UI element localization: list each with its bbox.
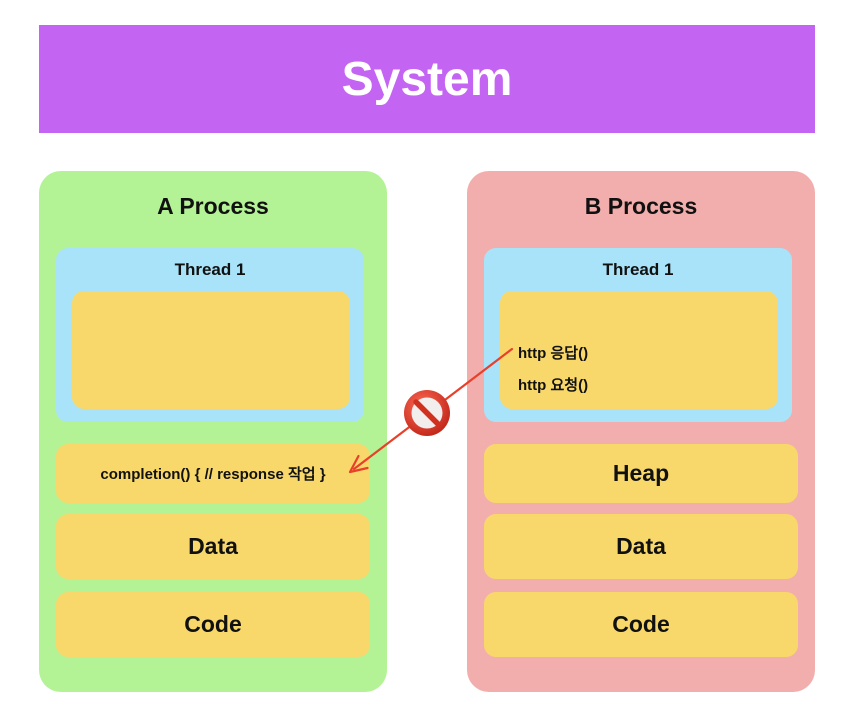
process-b-code-label: Code: [612, 611, 670, 637]
process-a-code-segment: Code: [56, 592, 370, 657]
system-banner: System: [39, 25, 815, 133]
system-title: System: [341, 52, 513, 106]
http-response-call: http 응답(): [518, 345, 589, 362]
prohibited-icon: [404, 390, 450, 436]
process-a-title: A Process: [157, 192, 269, 219]
process-b-thread-label: Thread 1: [602, 260, 674, 279]
process-a-thread-stack: [72, 291, 350, 409]
process-b-heap-label: Heap: [612, 460, 670, 486]
process-a-thread-label: Thread 1: [174, 260, 246, 279]
http-request-call: http 요청(): [518, 377, 589, 394]
process-a-code-label: Code: [184, 611, 242, 637]
process-b-data-segment: Data: [484, 514, 798, 579]
process-b-title: B Process: [584, 192, 698, 219]
completion-handler-text: completion() { // response 작업 }: [100, 466, 326, 483]
process-b-thread-stack: [500, 291, 778, 409]
process-a-completion-segment: completion() { // response 작업 }: [56, 444, 370, 503]
process-a-data-segment: Data: [56, 514, 370, 579]
process-b-data-label: Data: [616, 533, 666, 559]
process-a-data-label: Data: [188, 533, 238, 559]
process-b-heap-segment: Heap: [484, 444, 798, 503]
process-b-code-segment: Code: [484, 592, 798, 657]
